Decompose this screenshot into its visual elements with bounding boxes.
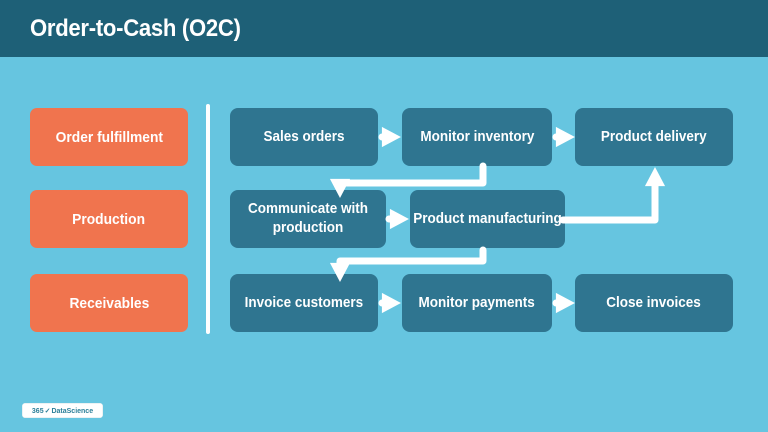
node-label: Product delivery — [601, 127, 707, 145]
node-label: Invoice customers — [244, 293, 364, 311]
header-bar: Order-to-Cash (O2C) — [0, 0, 768, 57]
node-label: Sales orders — [263, 127, 345, 145]
node-communicate-with-production: Communicate with production — [230, 190, 386, 248]
arrow-product-manufacturing-to-product-delivery — [559, 167, 666, 224]
category-label: Production — [72, 210, 146, 228]
category-receivables: Receivables — [30, 274, 188, 332]
node-label: Monitor inventory — [419, 127, 534, 145]
node-monitor-payments: Monitor payments — [402, 274, 552, 332]
node-label: Close invoices — [606, 293, 702, 311]
node-sales-orders: Sales orders — [230, 108, 378, 166]
logo-name: DataScience — [51, 406, 94, 415]
arrow-monitor-inventory-to-communicate-with-production — [329, 162, 487, 198]
node-product-manufacturing: Product manufacturing — [410, 190, 565, 248]
vertical-divider — [206, 104, 210, 334]
check-icon: ✓ — [44, 406, 51, 415]
category-production: Production — [30, 190, 188, 248]
node-monitor-inventory: Monitor inventory — [402, 108, 552, 166]
node-label: Monitor payments — [418, 293, 536, 311]
node-product-delivery: Product delivery — [575, 108, 733, 166]
node-label: Communicate with production — [247, 200, 369, 236]
arrow-product-manufacturing-to-invoice-customers — [329, 246, 487, 282]
node-label: Product manufacturing — [413, 209, 562, 227]
page-title: Order-to-Cash (O2C) — [30, 14, 241, 42]
category-label: Order fulfillment — [55, 128, 163, 146]
category-order-fulfillment: Order fulfillment — [30, 108, 188, 166]
category-label: Receivables — [69, 294, 149, 312]
logo-365datascience: 365 ✓ DataScience — [22, 403, 103, 418]
logo-number: 365 — [31, 406, 44, 415]
node-close-invoices: Close invoices — [575, 274, 733, 332]
node-invoice-customers: Invoice customers — [230, 274, 378, 332]
